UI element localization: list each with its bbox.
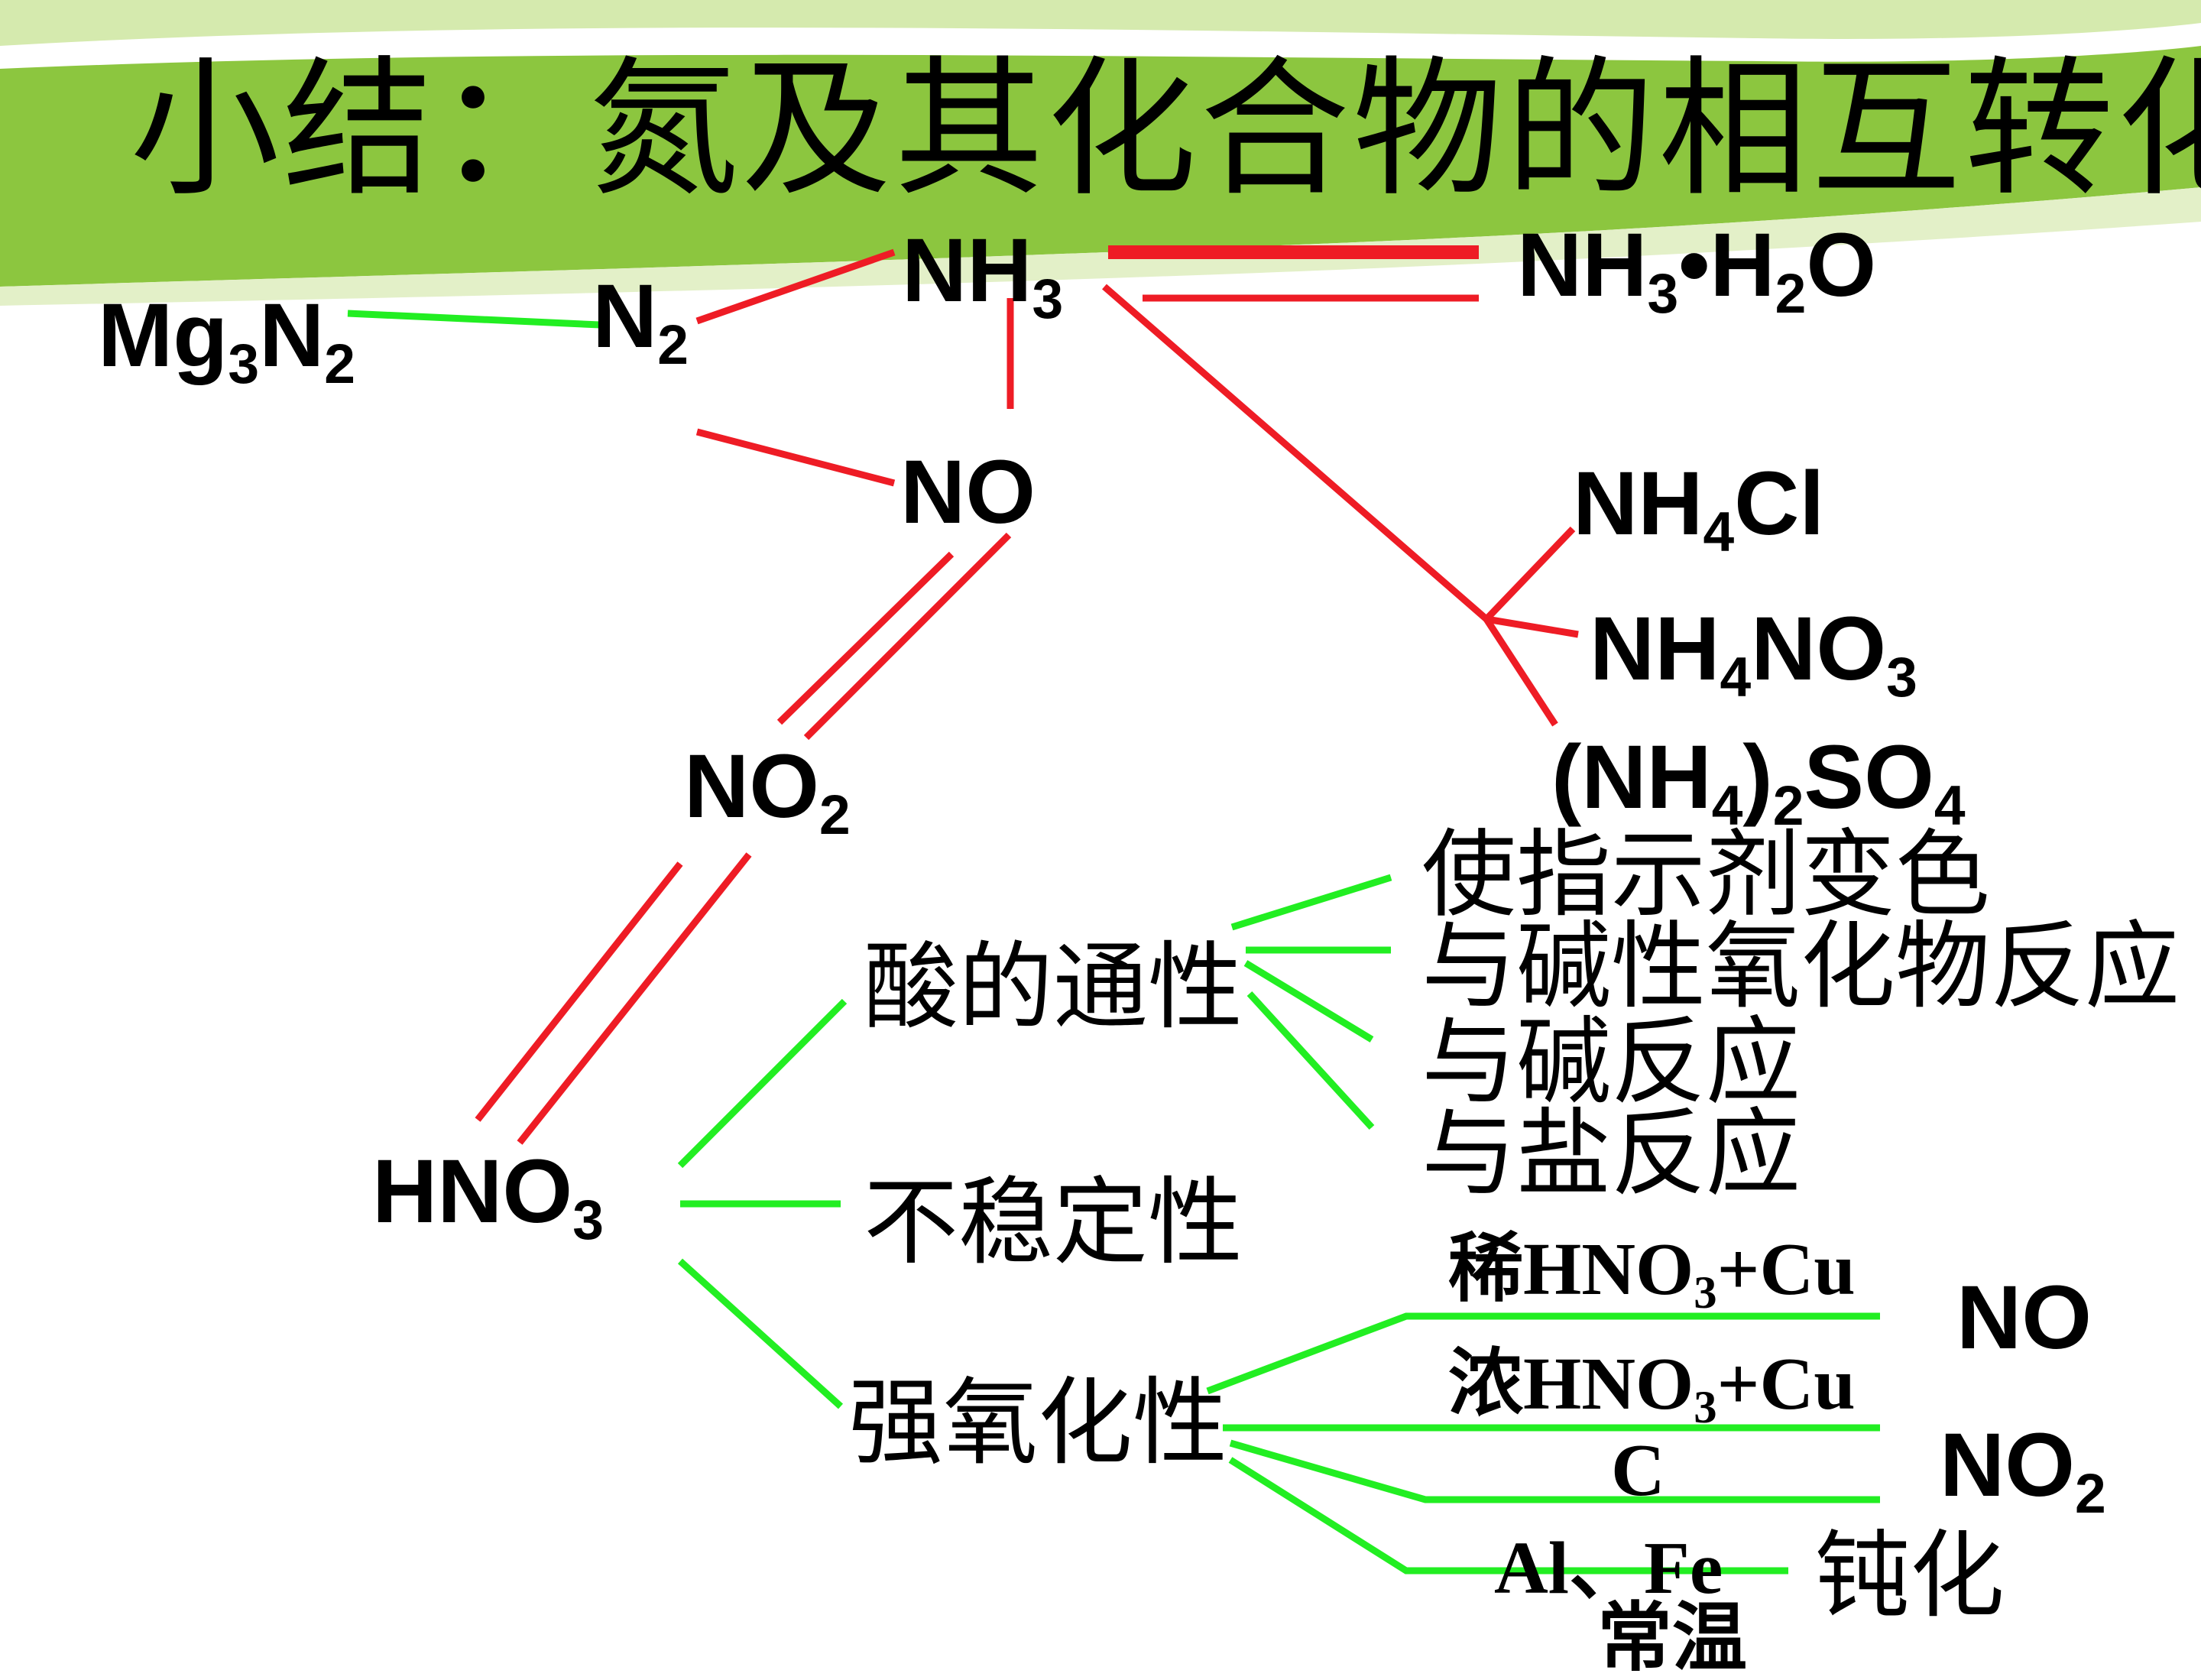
node-no: NO — [900, 442, 1036, 543]
red-arrows — [475, 245, 1579, 1145]
property-unstable: 不稳定性 — [864, 1168, 1243, 1278]
line-ox-carbon — [1229, 1439, 1880, 1503]
product-passivation: 钝化 — [1815, 1521, 2005, 1631]
property-acid: 酸的通性 — [864, 932, 1243, 1043]
line-hno3-to-acid — [677, 998, 848, 1169]
reagent-al-fe: Al、Fe — [1494, 1527, 1723, 1610]
slide-title: 小结：氮及其化合物的相互转化 — [130, 43, 2201, 217]
reagent-conc-hno3-cu: 浓HNO3+Cu — [1448, 1343, 1856, 1434]
line-ox-dilute — [1206, 1312, 1880, 1395]
reagent-dilute-hno3-cu: 稀HNO3+Cu — [1448, 1228, 1856, 1319]
product-no2: NO2 — [1940, 1415, 2106, 1525]
property-oxidizing: 强氧化性 — [848, 1368, 1228, 1478]
arrow-to-nh4no3 — [1486, 615, 1579, 638]
condition-room-temperature: 常温 — [1597, 1597, 1748, 1680]
acid-reaction-basic-oxide: 与碱性氧化物反应 — [1421, 912, 2180, 1022]
node-nh42so4: (NH4)2SO4 — [1551, 727, 1966, 837]
acid-reaction-salt: 与盐反应 — [1421, 1099, 1801, 1209]
node-hno3: HNO3 — [372, 1141, 604, 1251]
arrow-to-nh42so4 — [1483, 617, 1558, 727]
title-banner — [0, 0, 2201, 306]
arrow-no-to-no2 — [776, 551, 955, 725]
arrow-acid-salt — [1246, 991, 1375, 1130]
arrow-acid-base — [1243, 960, 1374, 1043]
arrow-n2-to-nh3 — [695, 248, 896, 325]
arrow-no2-to-hno3 — [517, 852, 752, 1145]
arrow-acid-indicator — [1230, 874, 1392, 931]
green-lines — [347, 310, 1880, 1575]
node-no2: NO2 — [684, 736, 851, 846]
acid-reaction-indicator: 使指示剂变色 — [1421, 820, 1991, 930]
arrow-n2-to-mg3n2 — [347, 310, 601, 329]
node-n2: N2 — [592, 266, 689, 376]
product-no: NO — [1956, 1267, 2092, 1368]
node-nh4no3: NH4NO3 — [1590, 598, 1917, 709]
arrow-to-nh4cl — [1483, 526, 1576, 622]
node-nh3: NH3 — [902, 220, 1064, 330]
arrow-nh3-to-ammonium-salts — [1102, 284, 1489, 622]
node-nh4cl: NH4Cl — [1573, 453, 1825, 563]
node-mg3n2: Mg3N2 — [98, 285, 355, 395]
acid-reaction-base: 与碱反应 — [1421, 1007, 1801, 1117]
arrow-no2-to-no — [803, 532, 1012, 741]
arrow-hno3-to-no2 — [475, 861, 683, 1122]
line-ox-metals — [1228, 1457, 1788, 1575]
arrow-n2-to-no — [695, 428, 896, 487]
line-hno3-to-oxidizing — [677, 1258, 844, 1409]
node-nh3-h2o: NH3•H2O — [1517, 215, 1877, 325]
reagent-carbon: C — [1611, 1429, 1665, 1512]
